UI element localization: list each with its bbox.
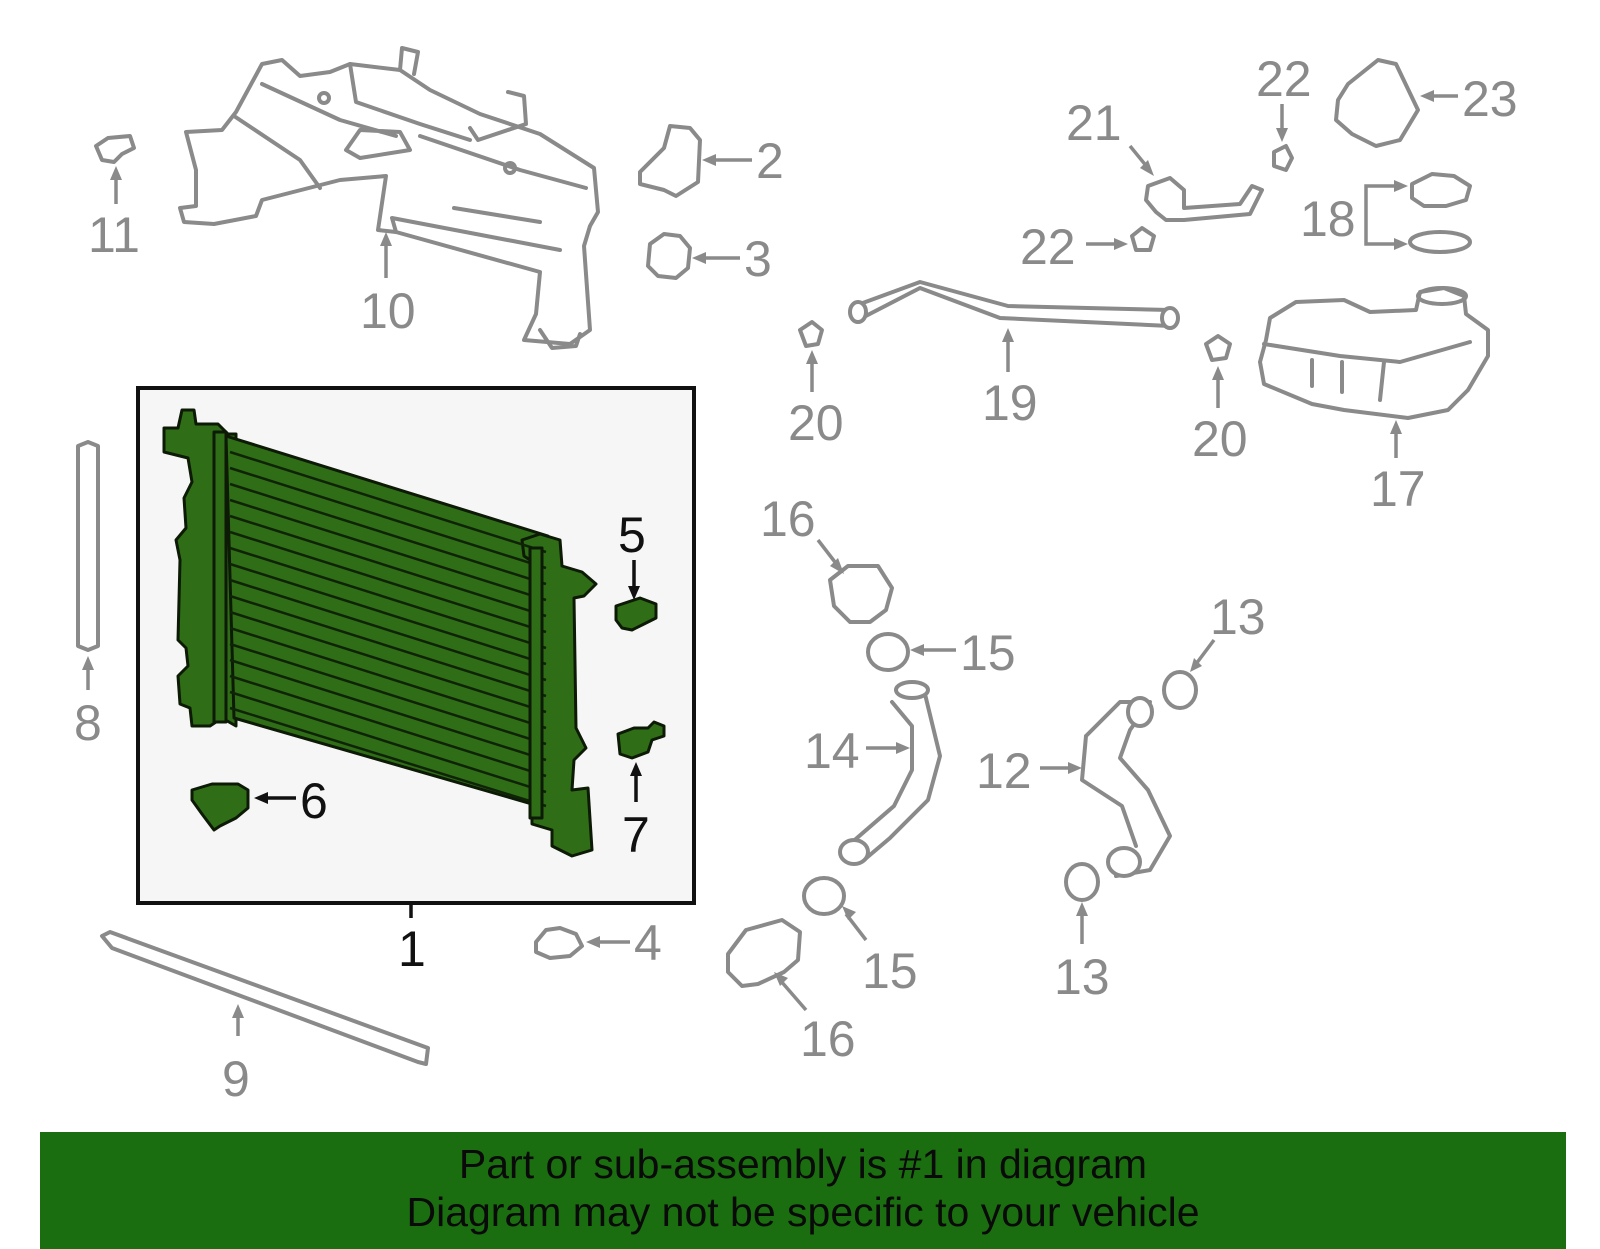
clamp-part-20a[interactable] [798,320,824,348]
inlet-part-16b[interactable] [726,918,802,988]
info-banner-line-2: Diagram may not be specific to your vehi… [406,1189,1200,1235]
callout-2: 2 [756,133,784,189]
info-banner-line-1: Part or sub-assembly is #1 in diagram [458,1141,1148,1187]
seal-part-18[interactable] [1408,230,1472,254]
parts-diagram: 1 2 3 4 5 6 7 8 9 10 11 12 13 13 14 15 1… [74,46,1518,1107]
callout-6: 6 [300,773,328,829]
hose-part-19[interactable] [856,280,1172,328]
callout-11: 11 [88,207,140,263]
hose-part-14[interactable] [848,688,942,862]
callout-16a: 16 [760,491,816,547]
callout-10: 10 [360,283,416,339]
clip-part-22b[interactable] [1130,226,1156,252]
info-banner: Part or sub-assembly is #1 in diagram Di… [40,1132,1566,1249]
callout-20b: 20 [1192,411,1248,467]
callout-3: 3 [744,231,772,287]
callout-13a: 13 [1210,589,1266,645]
bracket-part-6[interactable] [190,782,250,832]
callout-22b: 22 [1020,219,1076,275]
callout-20a: 20 [788,395,844,451]
callout-9: 9 [222,1051,250,1107]
sensor-part-7[interactable] [616,720,666,760]
clip-part-22a[interactable] [1272,144,1294,172]
clamp-part-13b[interactable] [1064,862,1100,902]
seal-part-9[interactable] [100,930,430,1066]
bracket-part-2[interactable] [638,124,702,198]
callout-15b: 15 [862,943,918,999]
callout-5: 5 [618,507,646,563]
drain-plug-part-5[interactable] [614,596,658,632]
callout-4: 4 [634,915,662,971]
cap-part-4[interactable] [534,926,584,960]
callout-18: 18 [1300,191,1356,247]
mount-part-3[interactable] [646,232,692,280]
cap-part-18[interactable] [1410,172,1472,208]
reservoir-part-17[interactable] [1258,286,1490,420]
clamp-part-15a[interactable] [866,632,910,672]
callout-12: 12 [976,743,1032,799]
callout-21: 21 [1066,95,1122,151]
callout-7: 7 [622,807,650,863]
callout-23: 23 [1462,71,1518,127]
cap-part-23[interactable] [1334,58,1420,148]
radiator-part-1[interactable] [162,408,598,858]
seal-part-8[interactable] [76,440,100,652]
push-pin-part-11[interactable] [94,134,136,164]
callout-14: 14 [804,723,860,779]
callout-17: 17 [1370,461,1426,517]
pipe-part-21[interactable] [1144,176,1264,222]
callout-8: 8 [74,695,102,751]
radiator-core-fins [229,450,547,808]
callout-19: 19 [982,375,1038,431]
callout-22a: 22 [1256,51,1312,107]
air-deflector-part-10[interactable] [178,46,600,350]
clamp-part-13a[interactable] [1162,670,1198,710]
clamp-part-15b[interactable] [802,876,846,916]
callout-15a: 15 [960,625,1016,681]
clamp-part-20b[interactable] [1204,334,1232,362]
callout-13b: 13 [1054,949,1110,1005]
callout-16b: 16 [800,1011,856,1067]
outlet-part-16a[interactable] [828,564,894,624]
callout-1: 1 [398,921,426,977]
